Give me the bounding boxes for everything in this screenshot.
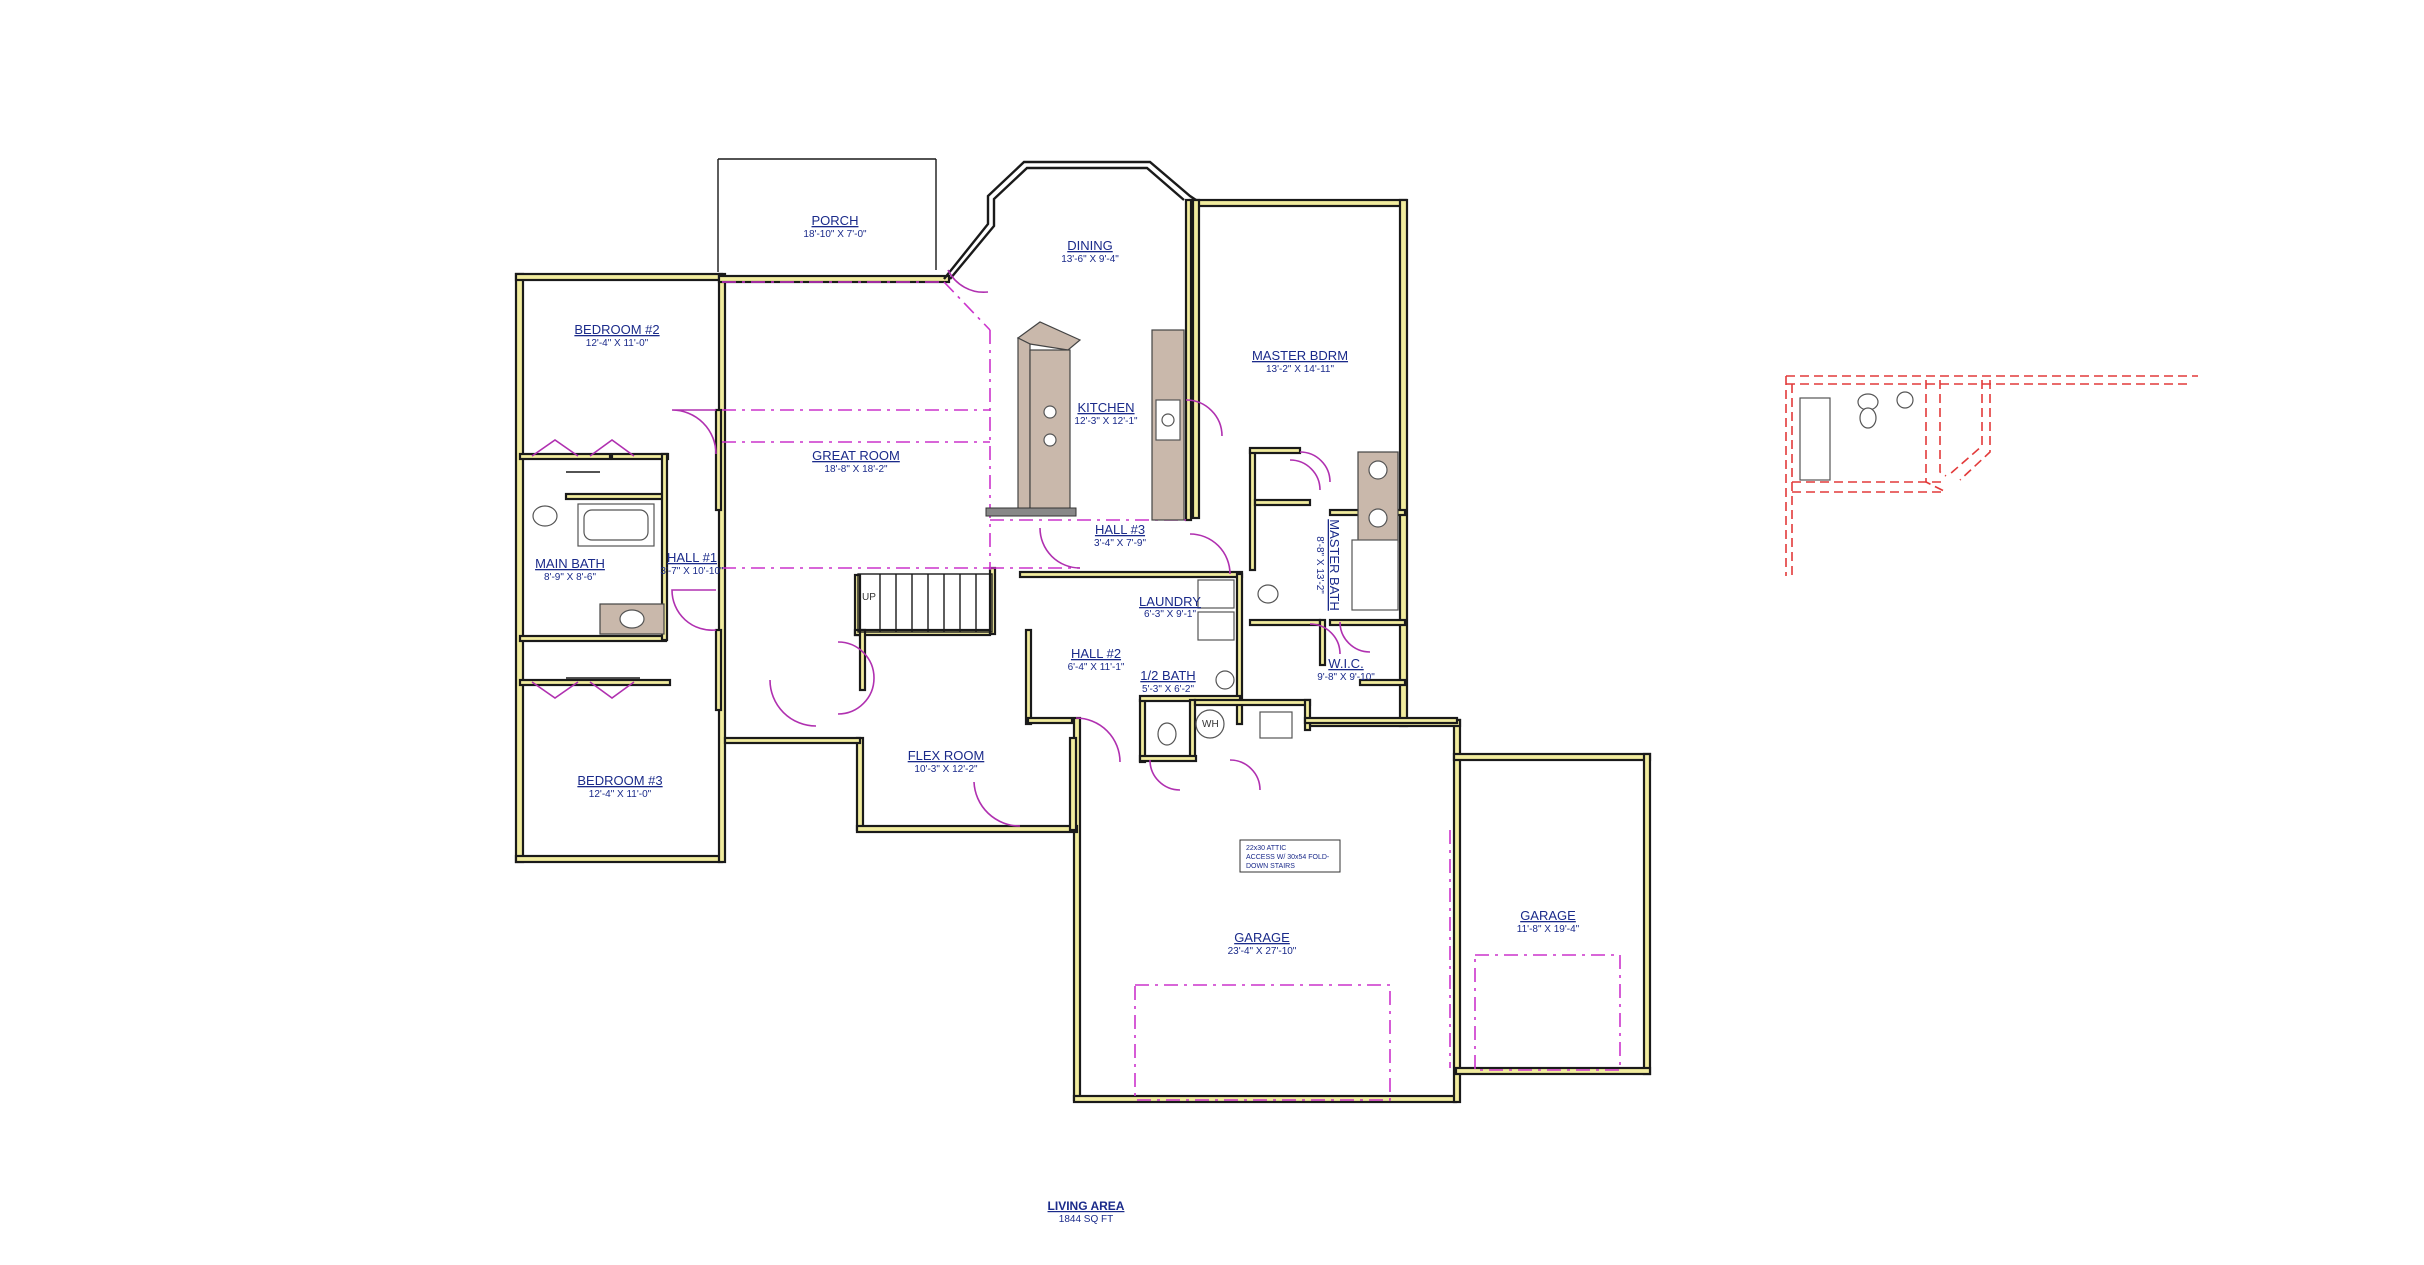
master-bath-label: MASTER BATH [1327,519,1342,611]
red-dashed-detail [1785,375,2198,576]
garage-main-dims: 23'-4" X 27'-10" [1228,946,1297,957]
porch-label: PORCH [812,213,859,228]
hall2-label: HALL #2 [1071,646,1121,661]
half-bath-label: 1/2 BATH [1140,668,1195,683]
stair-up-label: UP [862,592,876,603]
kitchen-dims: 12'-3" X 12'-1" [1074,416,1138,427]
bedroom2-label: BEDROOM #2 [574,322,659,337]
wic-dims: 9'-8" X 9'-10" [1317,672,1375,683]
attic-note-line3: DOWN STAIRS [1246,863,1295,870]
master-bdrm-dims: 13'-2" X 14'-11" [1266,364,1334,375]
bedroom3-dims: 12'-4" X 11'-0" [589,789,652,800]
main-bath-fixtures [532,503,665,635]
water-heater: WH [1195,709,1293,739]
master-bath-dims: 8'-8" X 13'-2" [1314,536,1325,594]
porch-dims: 18'-10" X 7'-0" [803,229,867,240]
room-labels: PORCH 18'-10" X 7'-0" DINING 13'-6" X 9'… [535,213,1580,957]
living-area-value: 1844 SQ FT [1059,1214,1113,1225]
exterior-walls [514,160,1652,1104]
half-bath-fixtures [1157,670,1235,746]
bedroom3-label: BEDROOM #3 [577,773,662,788]
interior-walls [518,198,1459,764]
great-room-dims: 18'-8" X 18'-2" [824,464,888,475]
great-room-label: GREAT ROOM [812,448,900,463]
closet-bi-fold-doors [531,439,640,699]
attic-note: 22x30 ATTIC ACCESS W/ 30x54 FOLD- DOWN S… [1239,839,1341,873]
flex-room-dims: 10'-3" X 12'-2" [914,764,978,775]
hall2-dims: 6'-4" X 11'-1" [1068,662,1125,673]
laundry-fixtures [1197,579,1235,641]
main-bath-dims: 8'-9" X 8'-6" [544,572,597,583]
hall3-label: HALL #3 [1095,522,1145,537]
dining-label: DINING [1067,238,1113,253]
garage-side-label: GARAGE [1520,908,1576,923]
master-bath-fixtures [1257,451,1399,611]
attic-note-line1: 22x30 ATTIC [1246,845,1286,852]
flex-room-label: FLEX ROOM [908,748,985,763]
kitchen-label: KITCHEN [1077,400,1134,415]
living-area: LIVING AREA 1844 SQ FT [1048,1199,1125,1225]
laundry-dims: 6'-3" X 9'-1" [1144,609,1197,620]
room-separators [722,281,1621,1101]
kitchen-island [985,321,1082,517]
main-bath-label: MAIN BATH [535,556,605,571]
master-bdrm-label: MASTER BDRM [1252,348,1348,363]
laundry-label: LAUNDRY [1139,594,1201,609]
attic-note-line2: ACCESS W/ 30x54 FOLD- [1246,854,1330,861]
garage-side-dims: 11'-8" X 19'-4" [1517,924,1580,935]
hall1-label: HALL #1 [667,550,717,565]
living-area-title: LIVING AREA [1048,1199,1125,1213]
kitchen-counter-right [1151,329,1185,521]
hall1-dims: 3'-7" X 10'-10" [660,566,724,577]
stairs: UP [857,573,993,633]
hall3-dims: 3'-4" X 7'-9" [1094,538,1147,549]
wic-label: W.I.C. [1328,656,1363,671]
half-bath-dims: 5'-3" X 6'-2" [1142,684,1195,695]
doors [671,269,1371,827]
garage-main-label: GARAGE [1234,930,1290,945]
dining-dims: 13'-6" X 9'-4" [1061,254,1119,265]
porch [717,158,937,272]
water-heater-label: WH [1202,719,1219,730]
bedroom2-dims: 12'-4" X 11'-0" [586,338,649,349]
